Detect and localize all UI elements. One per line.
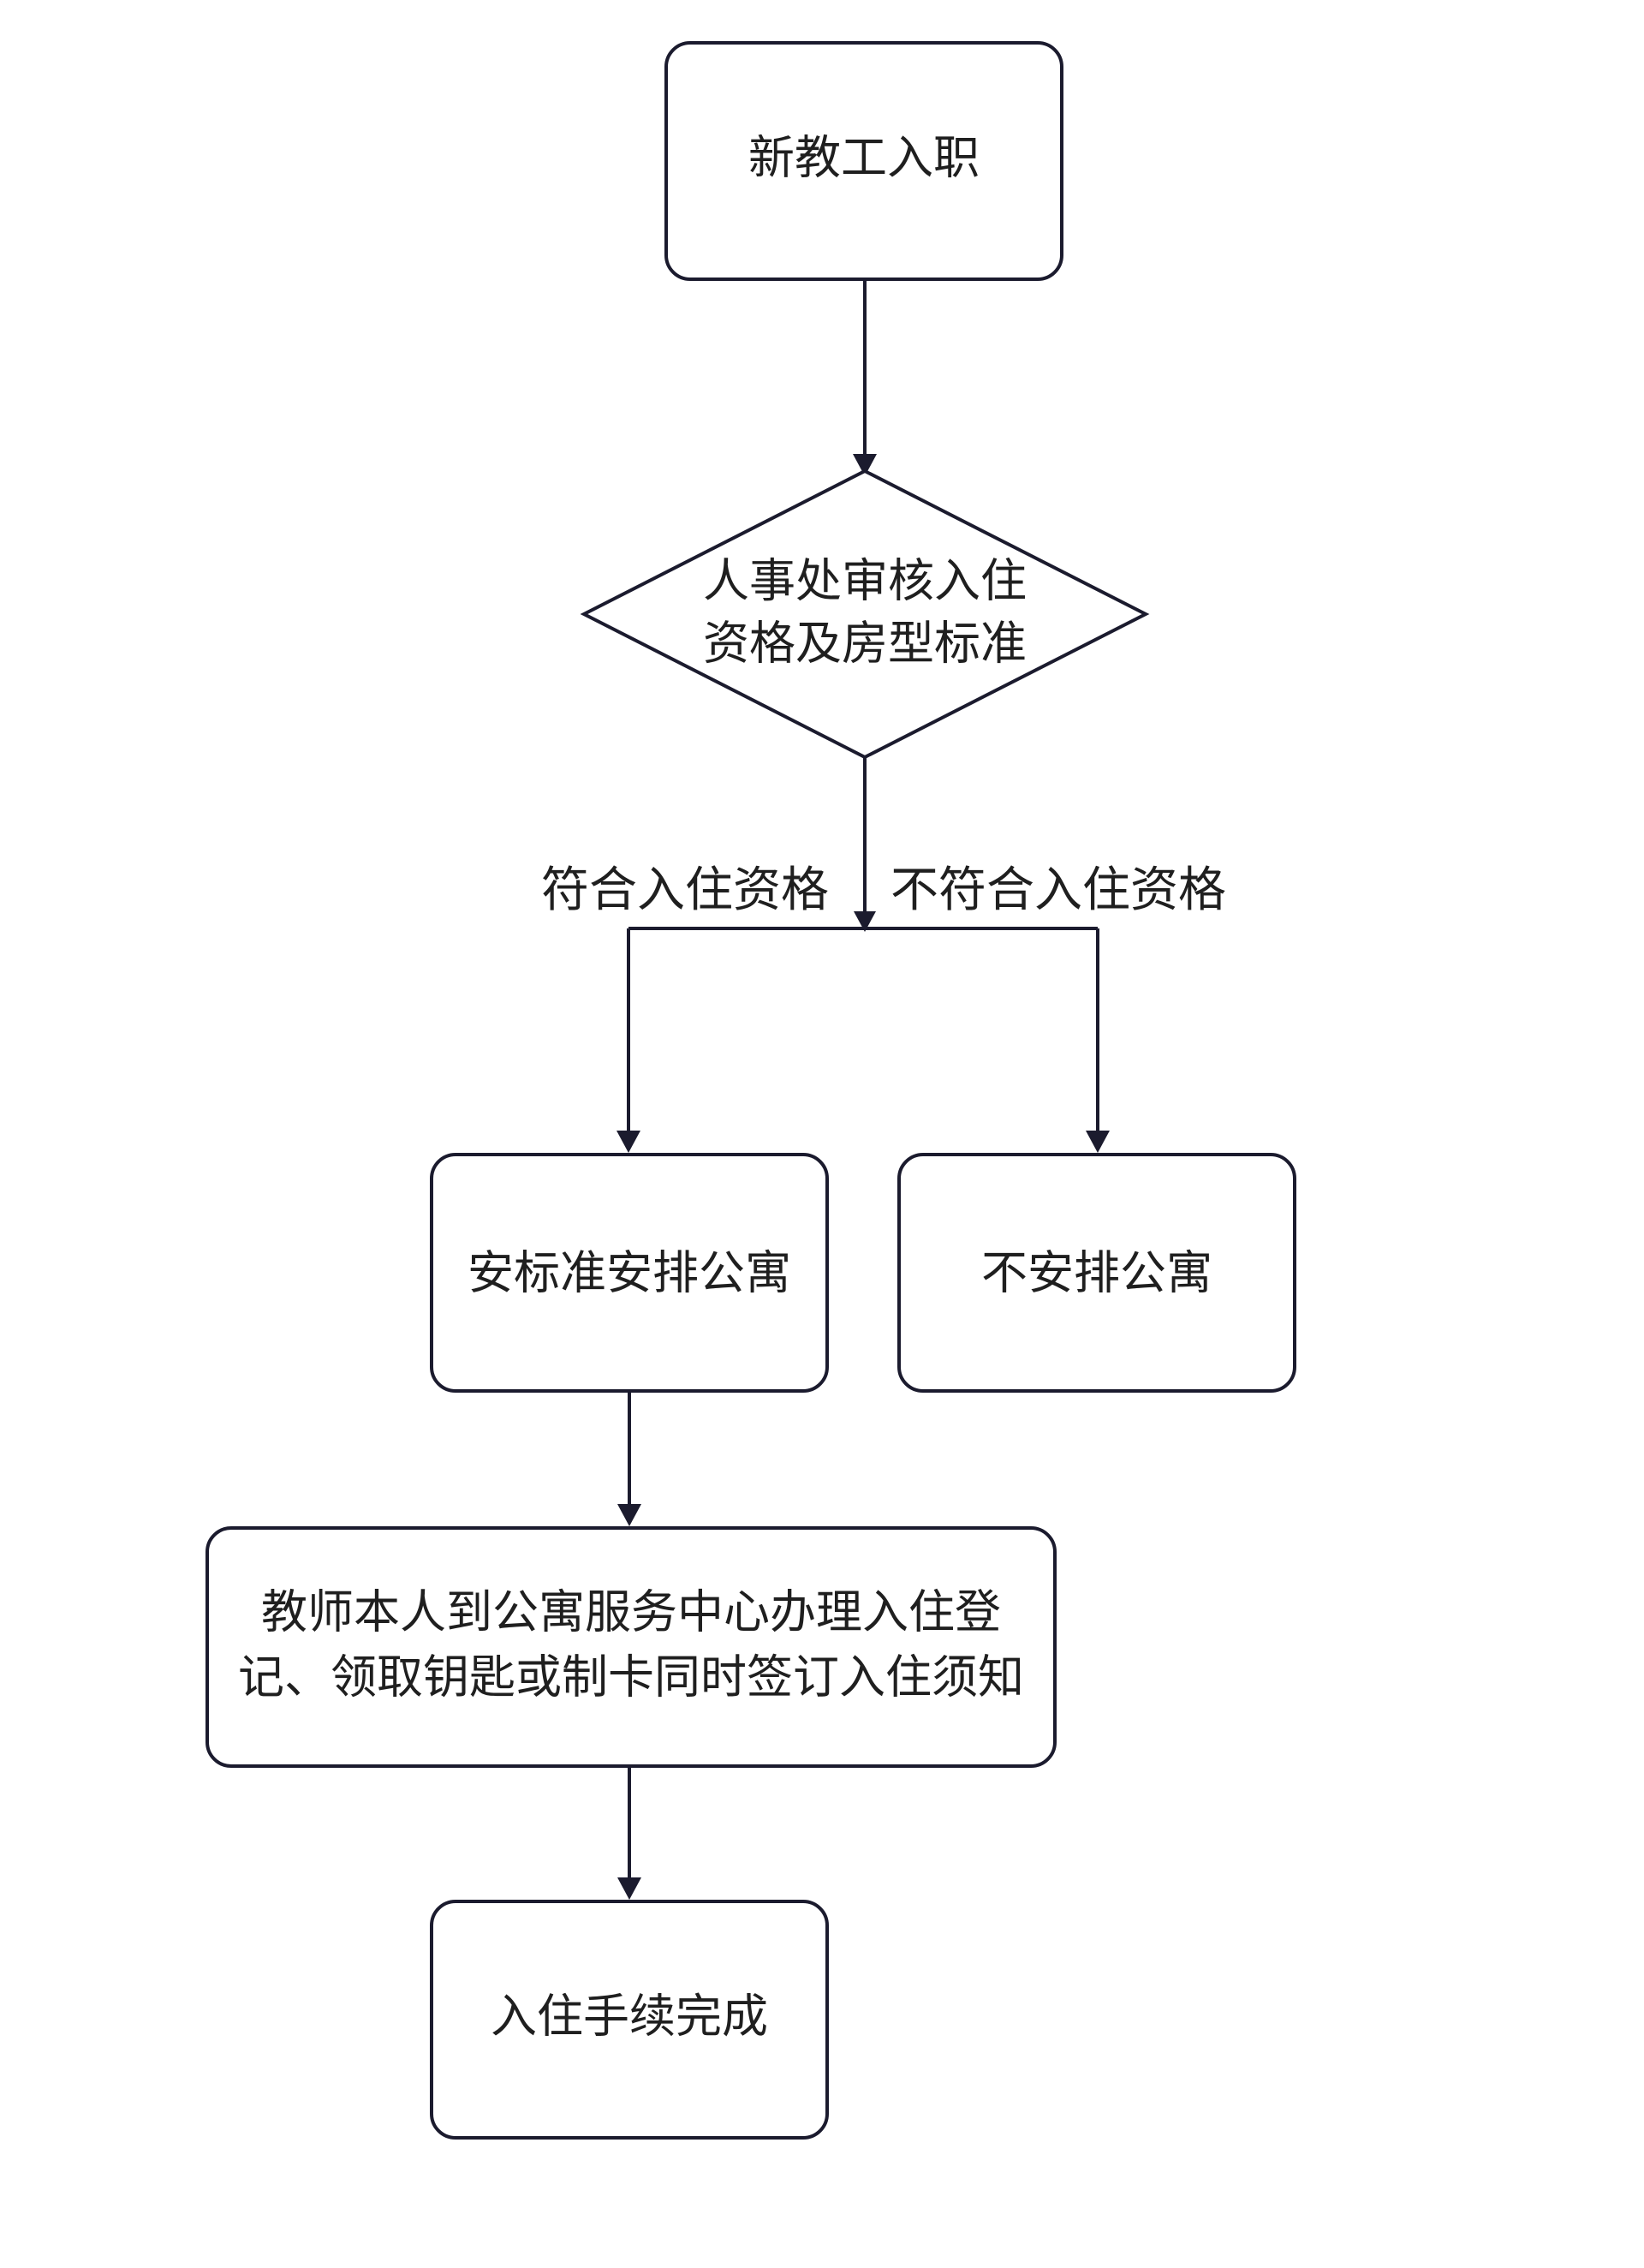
node-start: 新教工入职 bbox=[664, 41, 1063, 281]
arrowhead-icon bbox=[1086, 1131, 1110, 1153]
node-no-assign-label: 不安排公寓 bbox=[981, 1246, 1212, 1300]
arrowhead-icon bbox=[617, 1877, 641, 1900]
node-register-box bbox=[206, 1526, 1057, 1768]
node-review-diamond bbox=[580, 469, 1150, 760]
node-review-line-2: 资格及房型标准 bbox=[703, 617, 1027, 671]
node-register-line-2: 记、领取钥匙或制卡同时签订入住须知 bbox=[238, 1650, 1024, 1704]
edge-label-qualified: 符合入住资格 bbox=[541, 862, 829, 918]
node-start-label: 新教工入职 bbox=[748, 131, 980, 185]
node-done-label: 入住手续完成 bbox=[491, 1990, 768, 2044]
node-no-assign-box bbox=[897, 1153, 1296, 1393]
edge-start-to-review bbox=[853, 279, 877, 476]
edge-split-to-assign bbox=[616, 928, 640, 1153]
edge-label-not-qualified: 不符合入住资格 bbox=[890, 862, 1226, 918]
node-register-line-1: 教师本人到公寓服务中心办理入住登 bbox=[261, 1585, 1001, 1639]
node-done: 入住手续完成 bbox=[430, 1900, 829, 2140]
node-assign-label: 安标准安排公寓 bbox=[468, 1246, 791, 1300]
node-no-assign: 不安排公寓 bbox=[897, 1153, 1296, 1393]
node-review: 人事处审核入住 资格及房型标准 bbox=[580, 469, 1150, 760]
arrowhead-icon bbox=[853, 454, 877, 476]
node-done-box bbox=[430, 1900, 829, 2140]
node-assign: 安标准安排公寓 bbox=[430, 1153, 829, 1393]
edge-register-to-done bbox=[617, 1766, 641, 1900]
edge-review-to-split bbox=[854, 757, 876, 932]
arrowhead-icon bbox=[617, 1504, 641, 1526]
node-register: 教师本人到公寓服务中心办理入住登 记、领取钥匙或制卡同时签订入住须知 bbox=[206, 1526, 1057, 1768]
arrowhead-icon bbox=[616, 1131, 640, 1153]
node-review-line-1: 人事处审核入住 bbox=[703, 554, 1027, 608]
edge-assign-to-register bbox=[617, 1391, 641, 1526]
arrowhead-icon bbox=[854, 911, 876, 932]
edge-split-to-no-assign bbox=[1086, 928, 1110, 1153]
